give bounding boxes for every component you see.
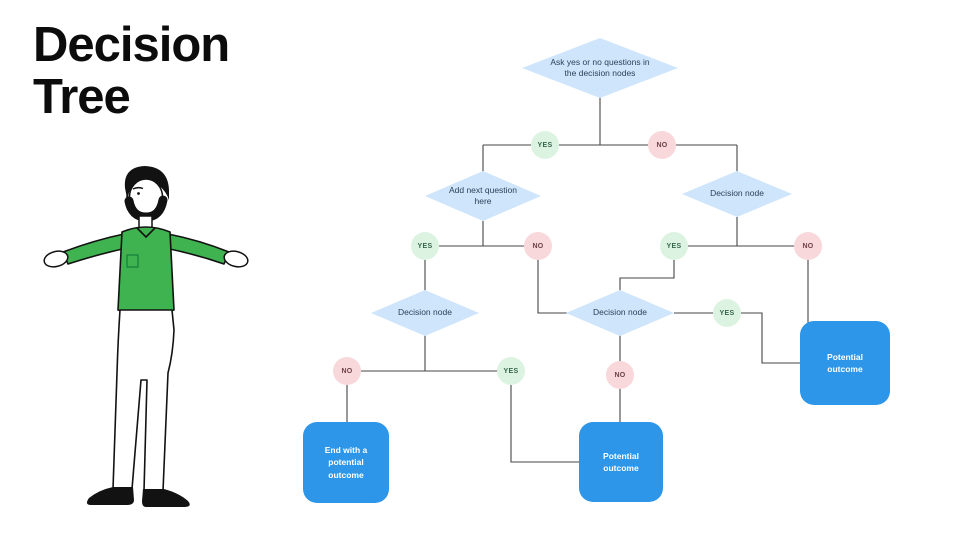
no-badge-right-right: NO: [794, 232, 822, 260]
page-title-line1: Decision: [33, 18, 230, 72]
yes-badge-middle-right: YES: [713, 299, 741, 327]
no-badge-left-bottom: NO: [333, 357, 361, 385]
node-decision-right-label: Decision node: [710, 188, 764, 199]
yes-badge-left-bottom: YES: [497, 357, 525, 385]
outcome-right-box: Potential outcome: [800, 321, 890, 405]
person-illustration: [43, 166, 249, 507]
outcome-end-box: End with a potential outcome: [303, 422, 389, 503]
outcome-bottom-label: Potential outcome: [603, 450, 639, 473]
yes-badge-root-left: YES: [531, 131, 559, 159]
node-add-next-question-label: Add next question here: [448, 184, 518, 206]
node-decision-middle-label: Decision node: [593, 307, 647, 318]
outcome-end-label: End with a potential outcome: [324, 445, 368, 480]
yes-badge-right-left: YES: [660, 232, 688, 260]
node-decision-left-label: Decision node: [398, 307, 452, 318]
no-badge-middle-bottom: NO: [606, 361, 634, 389]
no-badge-addnext-right: NO: [524, 232, 552, 260]
outcome-right-label: Potential outcome: [827, 351, 863, 374]
page-title-line2: Tree: [33, 69, 131, 124]
outcome-bottom-box: Potential outcome: [579, 422, 663, 502]
yes-badge-addnext-left: YES: [411, 232, 439, 260]
node-root-question-label: Ask yes or no questions in the decision …: [550, 56, 650, 78]
no-badge-root-right: NO: [648, 131, 676, 159]
page-title: Decision Tree: [33, 18, 230, 124]
